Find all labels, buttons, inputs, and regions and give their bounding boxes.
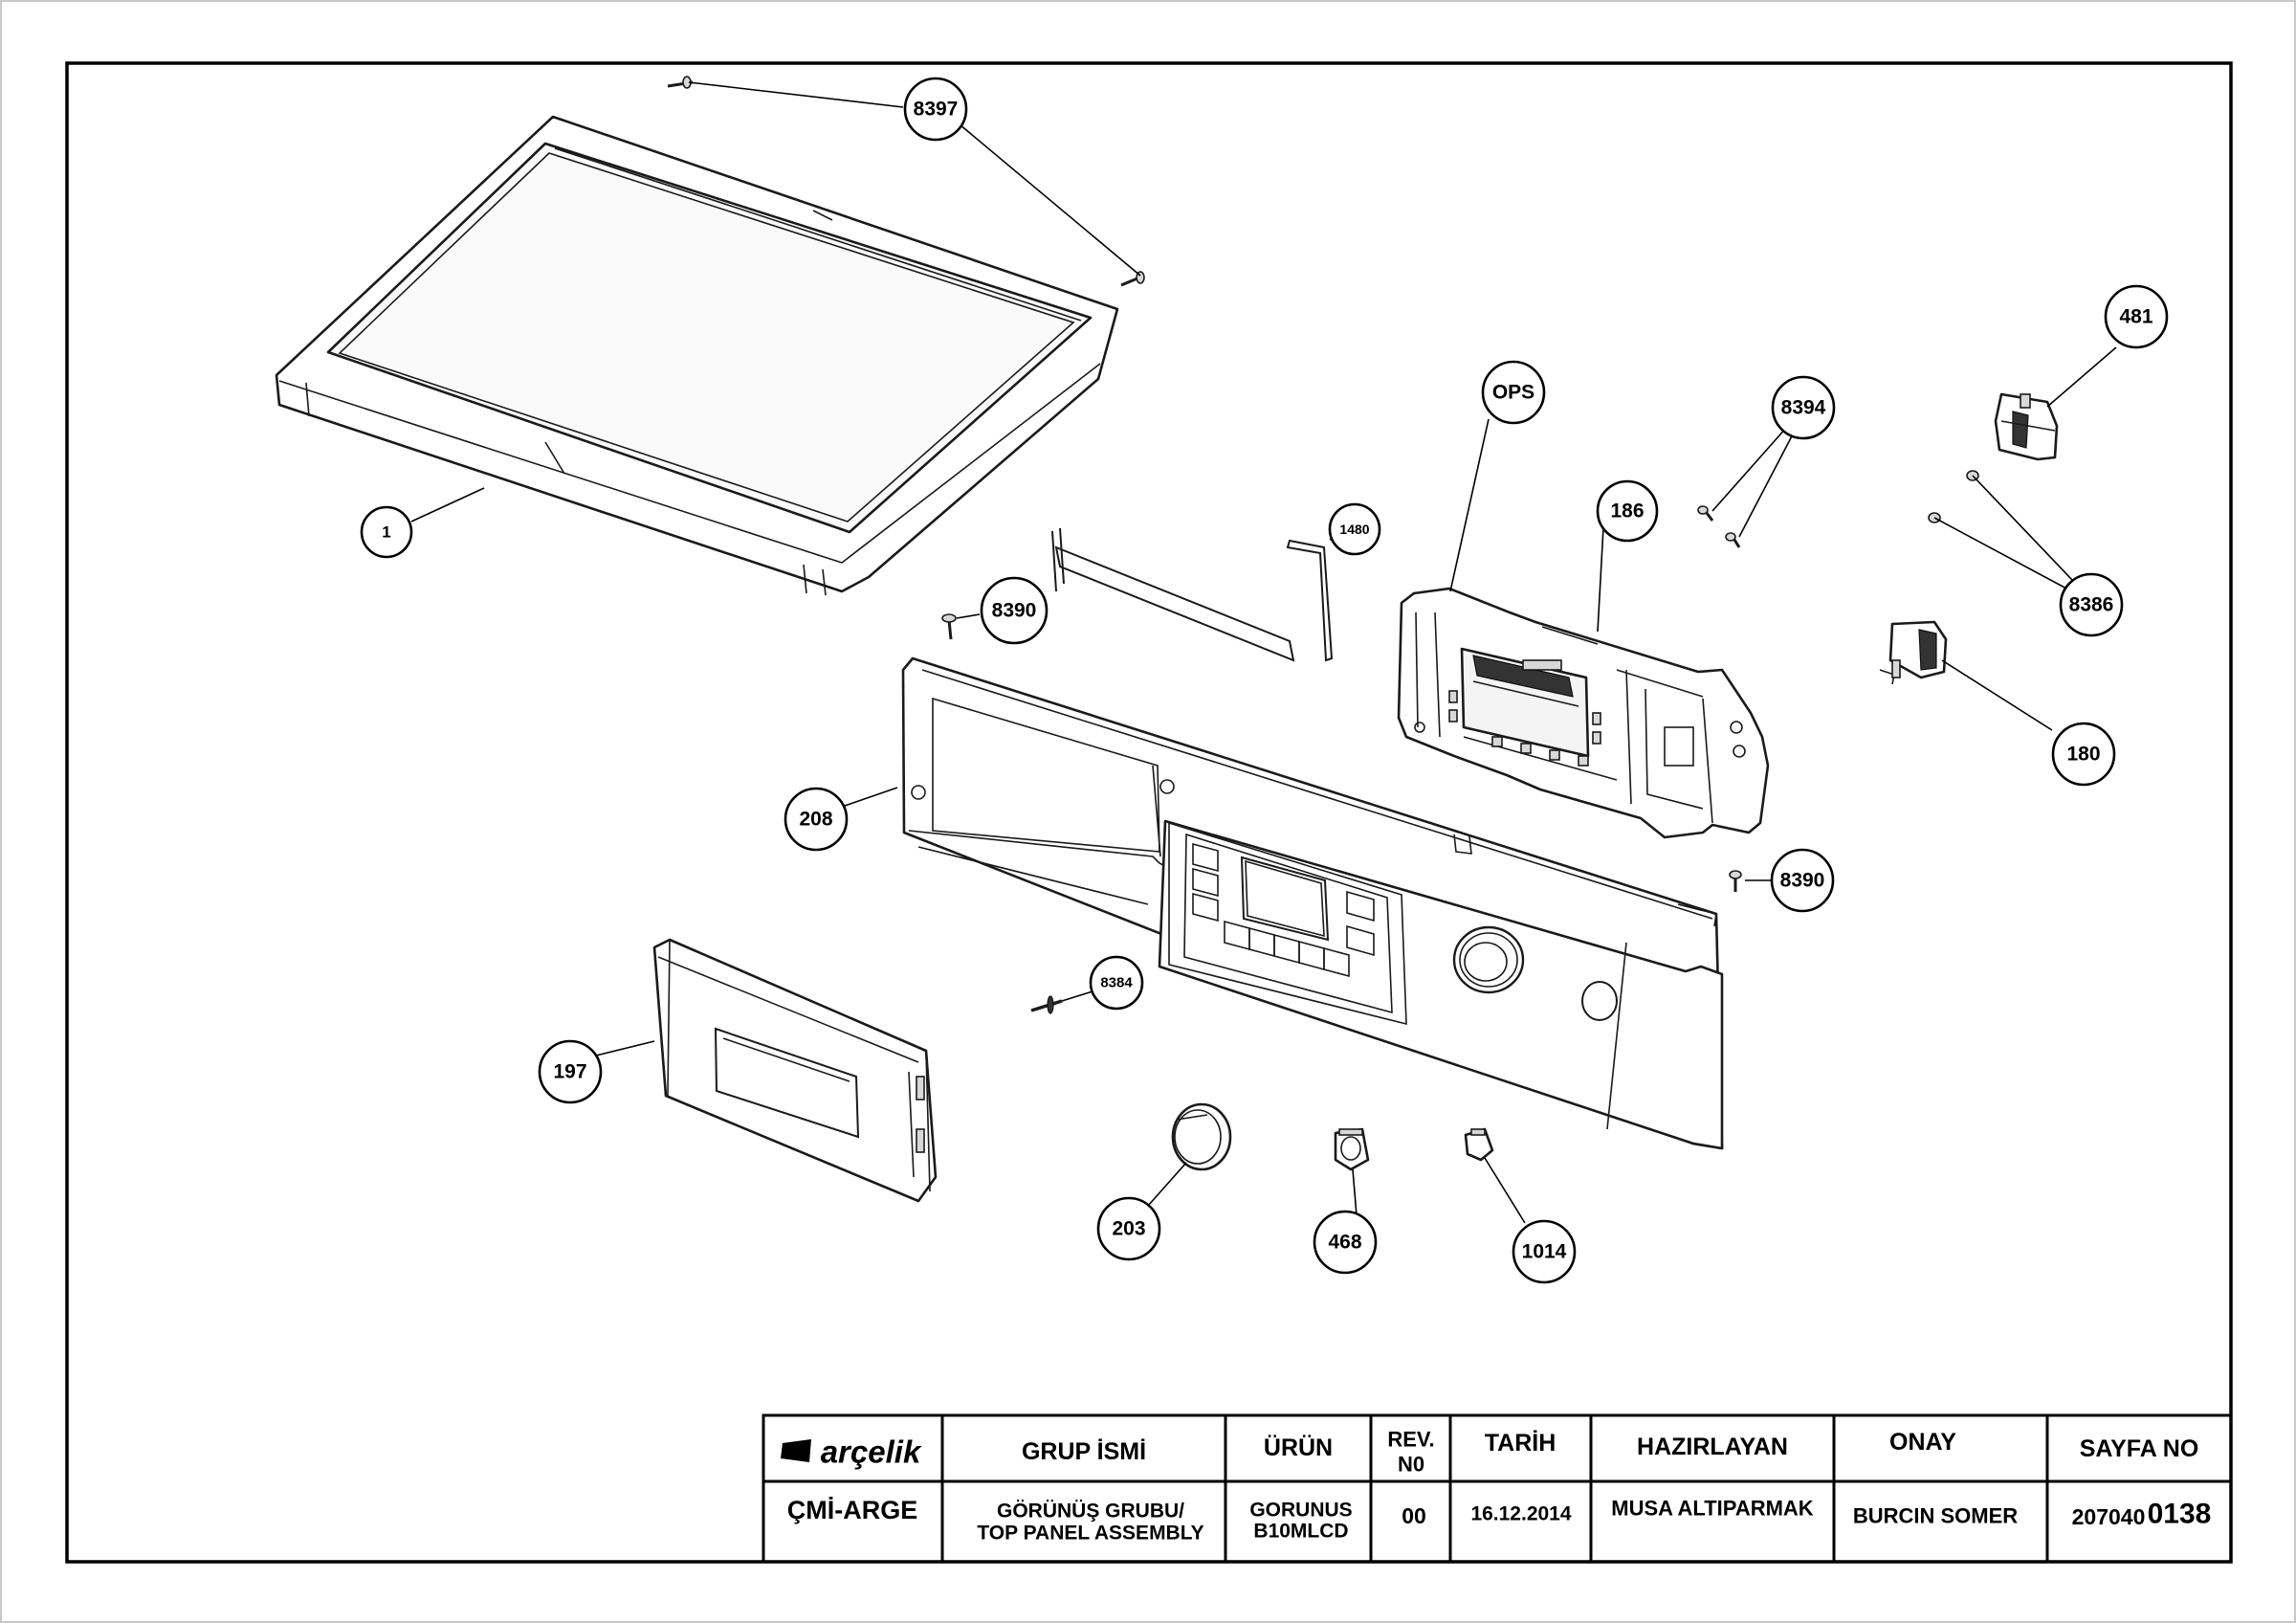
value-approval: BURCIN SOMER bbox=[1853, 1504, 2018, 1528]
callout-1480: 1480 bbox=[1328, 502, 1381, 556]
callout-label: 8394 bbox=[1781, 397, 1826, 419]
callout-203: 203 bbox=[1096, 1196, 1161, 1261]
part-screw-8397-a bbox=[667, 76, 694, 89]
part-top-lid bbox=[275, 115, 1119, 596]
part-button bbox=[1464, 1127, 1494, 1162]
callout-8384: 8384 bbox=[1089, 955, 1144, 1011]
part-screw-8390-left bbox=[941, 613, 957, 640]
value-group-name-line2: TOP PANEL ASSEMBLY bbox=[977, 1523, 1203, 1545]
callout-180: 180 bbox=[2051, 722, 2116, 787]
part-knob bbox=[1171, 1102, 1232, 1171]
part-program-selector-switch bbox=[1994, 392, 2059, 461]
part-screws-8394 bbox=[1697, 505, 1741, 548]
department-label: ÇMİ-ARGE bbox=[787, 1496, 918, 1524]
callout-label: 208 bbox=[799, 809, 832, 831]
callout-8397: 8397 bbox=[903, 77, 968, 142]
header-approval: ONAY bbox=[1889, 1429, 1956, 1456]
part-screw-8384 bbox=[1030, 995, 1063, 1014]
value-page-no-prefix: 207040 bbox=[2072, 1504, 2146, 1529]
value-group-name-line1: GÖRÜNÜŞ GRUBU/ bbox=[997, 1501, 1184, 1523]
logo-mark-icon bbox=[781, 1439, 811, 1462]
callout-label: 8384 bbox=[1100, 975, 1133, 991]
callout-label: 203 bbox=[1112, 1218, 1145, 1240]
callout-label: 186 bbox=[1610, 500, 1644, 522]
callout-OPS: OPS bbox=[1481, 360, 1546, 425]
callout-481: 481 bbox=[2104, 284, 2169, 349]
callout-label: 8390 bbox=[1780, 870, 1825, 892]
value-page-no-suffix: 0138 bbox=[2148, 1499, 2212, 1530]
header-prepared-by: HAZIRLAYAN bbox=[1637, 1434, 1788, 1460]
header-revision-line1: REV. bbox=[1387, 1428, 1434, 1452]
callout-1: 1 bbox=[360, 505, 413, 559]
value-product-line2: B10MLCD bbox=[1253, 1521, 1348, 1543]
header-product: ÜRÜN bbox=[1264, 1434, 1333, 1461]
part-control-panel bbox=[901, 656, 1724, 1150]
logo-text: arçelik bbox=[821, 1434, 922, 1470]
callout-label: 481 bbox=[2119, 306, 2152, 328]
callout-1014: 1014 bbox=[1512, 1219, 1577, 1284]
part-pcb-housing bbox=[1397, 587, 1770, 839]
callout-186: 186 bbox=[1596, 479, 1659, 543]
callout-label: 197 bbox=[553, 1061, 586, 1083]
callout-label: OPS bbox=[1492, 382, 1534, 404]
header-revision-line2: N0 bbox=[1398, 1453, 1424, 1477]
header-date: TARİH bbox=[1485, 1430, 1556, 1456]
part-screws-8386 bbox=[1928, 470, 1979, 523]
callout-197: 197 bbox=[538, 1039, 603, 1104]
part-button-cap bbox=[1334, 1127, 1370, 1171]
callout-label: 180 bbox=[2066, 744, 2100, 766]
callout-label: 1480 bbox=[1339, 522, 1369, 537]
callout-label: 8386 bbox=[2069, 594, 2114, 616]
part-screw-8390-right bbox=[1729, 870, 1742, 892]
value-prepared-by: MUSA ALTIPARMAK bbox=[1611, 1497, 1814, 1521]
callout-8390-left: 8390 bbox=[980, 576, 1049, 645]
callout-8394: 8394 bbox=[1771, 375, 1836, 440]
header-page-no: SAYFA NO bbox=[2080, 1435, 2199, 1462]
title-block: arçelik ÇMİ-ARGE GRUP İSMİ ÜRÜN REV. N0 … bbox=[762, 1413, 2233, 1564]
header-group-name: GRUP İSMİ bbox=[1022, 1438, 1146, 1465]
part-wire-bracket bbox=[1051, 527, 1334, 662]
callout-label: 8390 bbox=[992, 600, 1037, 622]
part-screw-8397-b bbox=[1120, 271, 1145, 287]
part-power-switch bbox=[1879, 620, 1948, 685]
callout-label: 1 bbox=[382, 523, 390, 542]
callout-208: 208 bbox=[784, 787, 849, 852]
callout-8386: 8386 bbox=[2059, 572, 2124, 637]
callout-8390-right: 8390 bbox=[1770, 848, 1835, 913]
value-revision: 00 bbox=[1402, 1503, 1426, 1528]
callout-label: 1014 bbox=[1522, 1241, 1567, 1263]
callout-label: 468 bbox=[1328, 1232, 1361, 1254]
leader-lines bbox=[410, 81, 2117, 1224]
value-product-line1: GORUNUS bbox=[1249, 1500, 1352, 1522]
callout-label: 8397 bbox=[914, 99, 959, 121]
arcelik-logo: arçelik bbox=[781, 1434, 922, 1470]
value-date: 16.12.2014 bbox=[1470, 1503, 1571, 1525]
callout-468: 468 bbox=[1313, 1210, 1378, 1275]
part-detergent-drawer-front bbox=[652, 938, 938, 1203]
